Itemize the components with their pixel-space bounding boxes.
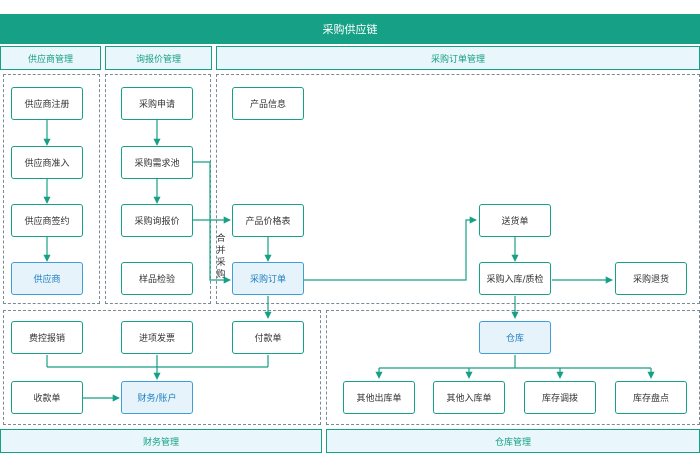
- node-finance-account[interactable]: 财务/账户: [121, 381, 193, 414]
- node-product-info[interactable]: 产品信息: [232, 87, 304, 120]
- node-supplier[interactable]: 供应商: [11, 262, 83, 295]
- node-delivery-note[interactable]: 送货单: [479, 204, 551, 237]
- section-footer-finance-mgmt: 财务管理: [0, 429, 322, 453]
- node-demand-pool[interactable]: 采购需求池: [121, 146, 193, 179]
- node-purchase-return[interactable]: 采购退货: [615, 262, 687, 295]
- node-payment-slip[interactable]: 付款单: [232, 321, 304, 354]
- node-supplier-sign[interactable]: 供应商签约: [11, 204, 83, 237]
- section-footer-warehouse-mgmt: 仓库管理: [326, 429, 700, 453]
- node-receipt-qc[interactable]: 采购入库/质检: [479, 262, 551, 295]
- node-stock-transfer[interactable]: 库存调拨: [524, 381, 596, 414]
- node-input-invoice[interactable]: 进项发票: [121, 321, 193, 354]
- section-header-po-mgmt: 采购订单管理: [216, 46, 700, 70]
- finance-mgmt-frame: [3, 310, 321, 425]
- section-header-inquiry-mgmt: 询报价管理: [105, 46, 212, 70]
- section-header-supplier-mgmt: 供应商管理: [0, 46, 101, 70]
- arrow-pool-to-order-merge: [193, 161, 231, 284]
- node-other-inbound[interactable]: 其他入库单: [433, 381, 505, 414]
- node-other-outbound[interactable]: 其他出库单: [343, 381, 415, 414]
- node-supplier-register[interactable]: 供应商注册: [11, 87, 83, 120]
- node-warehouse[interactable]: 仓库: [479, 321, 551, 354]
- node-expense-claim[interactable]: 费控报销: [11, 321, 83, 354]
- node-stock-count[interactable]: 库存盘点: [615, 381, 687, 414]
- node-receipt-slip[interactable]: 收款单: [11, 381, 83, 414]
- node-supplier-admission[interactable]: 供应商准入: [11, 146, 83, 179]
- arrow-order-to-delivery: [304, 216, 477, 281]
- node-price-list[interactable]: 产品价格表: [232, 204, 304, 237]
- merge-purchase-label: 合 并 采 购: [216, 234, 226, 280]
- node-purchase-order[interactable]: 采购订单: [232, 262, 304, 295]
- title-banner: 采购供应链: [0, 14, 700, 44]
- node-sample-inspection[interactable]: 样品检验: [121, 262, 193, 295]
- node-purchase-quote[interactable]: 采购询报价: [121, 204, 193, 237]
- page-title: 采购供应链: [322, 23, 378, 36]
- node-purchase-request[interactable]: 采购申请: [121, 87, 193, 120]
- supplier-mgmt-frame: [3, 74, 100, 304]
